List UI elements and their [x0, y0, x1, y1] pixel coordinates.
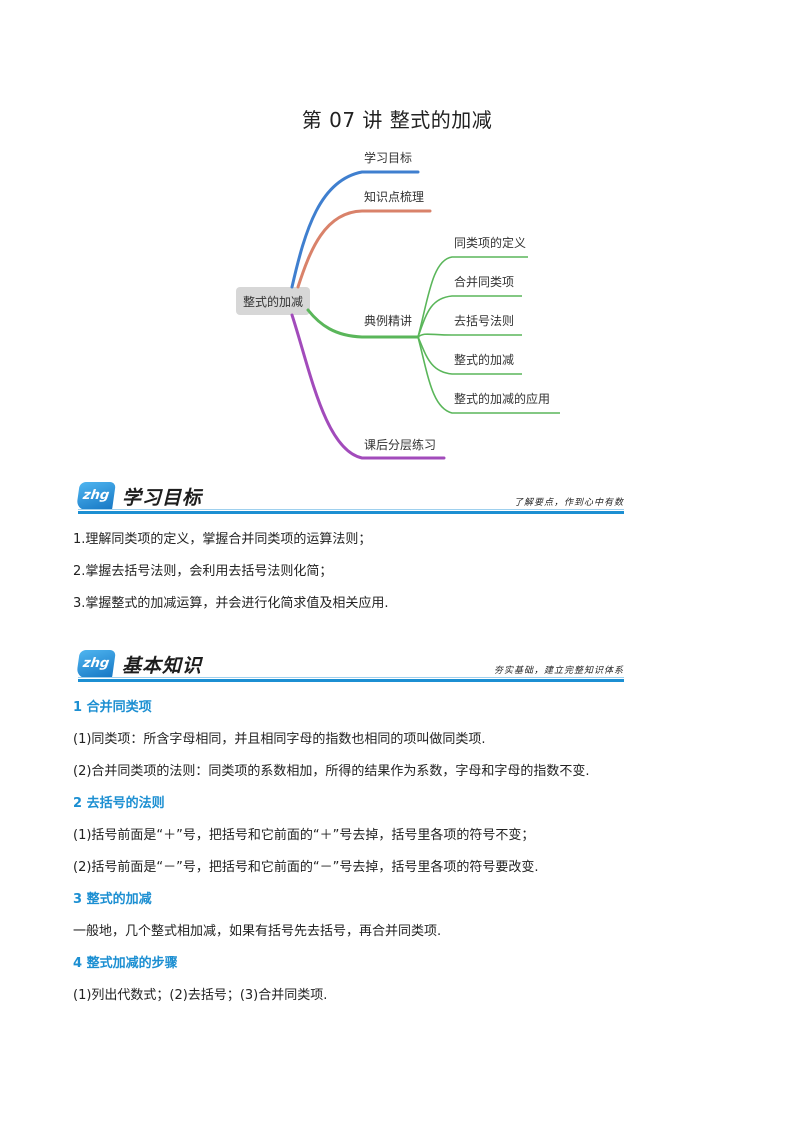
topic-line: 一般地，几个整式相加减，如果有括号先去括号，再合并同类项.	[73, 924, 442, 939]
topic-line: (1)同类项：所含字母相同，并且相同字母的指数也相同的项叫做同类项.	[73, 732, 486, 747]
mind-map: 整式的加减 学习目标 知识点梳理 典例精讲 同类项的定义 合并同类项 去括号法则…	[236, 150, 560, 460]
section-heading: 基本知识	[122, 655, 203, 677]
goal-item: 1.理解同类项的定义，掌握合并同类项的运算法则；	[73, 532, 372, 547]
section-heading: 学习目标	[122, 487, 203, 509]
topic-line: (1)括号前面是“＋”号，把括号和它前面的“＋”号去掉，括号里各项的符号不变；	[73, 828, 535, 843]
topic-title: 1 合并同类项	[73, 700, 152, 715]
mindmap-child-line-3	[417, 336, 522, 375]
section-banner-goals: zhg 学习目标 了解要点，作到心中有数	[76, 480, 624, 516]
mindmap-child-line-1	[417, 295, 522, 338]
banner-divider	[78, 511, 624, 514]
goal-item: 3.掌握整式的加减运算，并会进行化简求值及相关应用.	[73, 596, 389, 611]
mindmap-child-2: 去括号法则	[454, 313, 514, 328]
mindmap-branch-line-2	[306, 308, 420, 339]
mindmap-branch-0: 学习目标	[364, 150, 412, 165]
page-title: 第 07 讲 整式的加减	[301, 108, 493, 132]
mindmap-child-1: 合并同类项	[454, 274, 514, 289]
topic-line: (2)合并同类项的法则：同类项的系数相加，所得的结果作为系数，字母和字母的指数不…	[73, 764, 590, 779]
section-banner-knowledge: zhg 基本知识 夯实基础，建立完整知识体系	[76, 648, 624, 684]
topic-title: 3 整式的加减	[73, 892, 152, 907]
mindmap-branch-line-1	[296, 209, 432, 289]
topic-title: 4 整式加减的步骤	[73, 956, 178, 971]
goal-item: 2.掌握去括号法则，会利用去括号法则化简；	[73, 564, 333, 579]
banner-divider-thin	[78, 677, 624, 678]
topic-line: (1)列出代数式；(2)去括号；(3)合并同类项.	[73, 988, 328, 1003]
mindmap-branch-2: 典例精讲	[364, 313, 412, 328]
mindmap-child-0: 同类项的定义	[454, 235, 526, 250]
mindmap-child-line-2	[417, 333, 522, 338]
topic-title: 2 去括号的法则	[73, 796, 165, 811]
mindmap-child-4: 整式的加减的应用	[454, 391, 550, 406]
section-tagline: 了解要点，作到心中有数	[513, 498, 624, 508]
banner-divider	[78, 679, 624, 682]
mindmap-branch-line-3	[290, 313, 446, 460]
mindmap-root: 整式的加减	[243, 294, 303, 309]
banner-divider-thin	[78, 509, 624, 510]
zhg-logo-icon: zhg	[76, 482, 116, 510]
mindmap-child-line-0	[417, 256, 528, 338]
mindmap-branch-3: 课后分层练习	[364, 437, 436, 452]
section-tagline: 夯实基础，建立完整知识体系	[493, 666, 624, 676]
mindmap-child-line-4	[417, 336, 560, 414]
mindmap-child-3: 整式的加减	[454, 352, 514, 367]
topic-line: (2)括号前面是“－”号，把括号和它前面的“－”号去掉，括号里各项的符号要改变.	[73, 860, 539, 875]
mindmap-branch-line-0	[290, 170, 420, 289]
zhg-logo-icon: zhg	[76, 650, 116, 678]
mindmap-root-box	[236, 287, 310, 315]
mindmap-branch-1: 知识点梳理	[364, 189, 424, 204]
